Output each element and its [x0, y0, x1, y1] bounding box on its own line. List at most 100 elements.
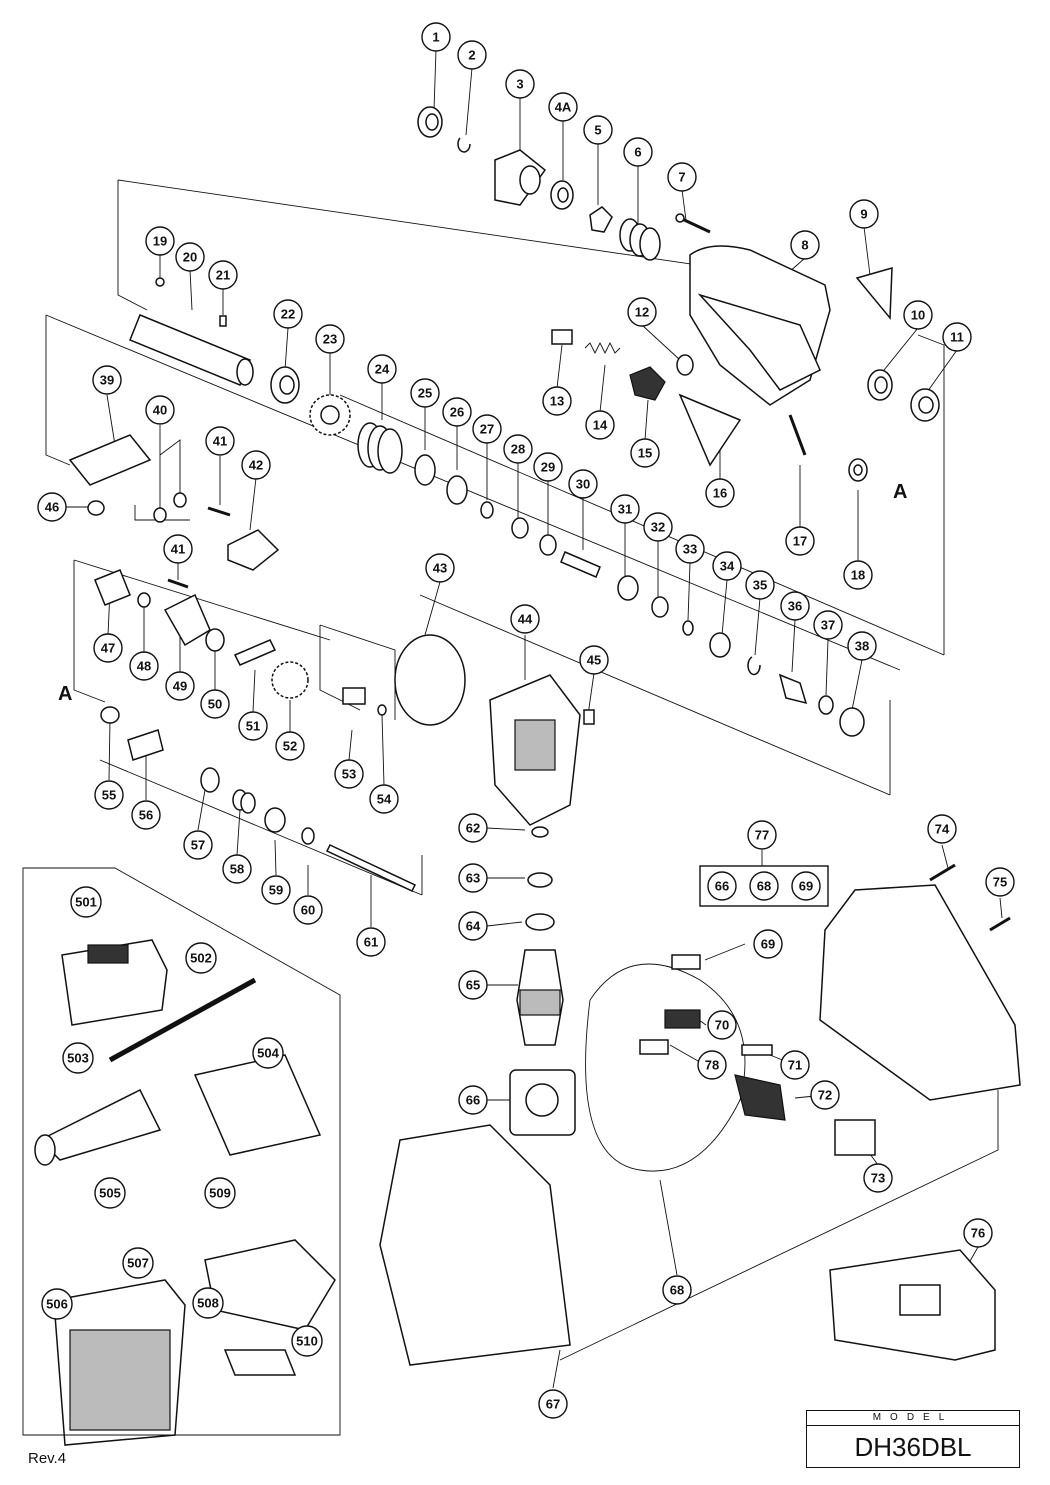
part-47-lever	[94, 569, 131, 606]
part-62-washer	[531, 826, 549, 838]
callout-circle	[204, 1177, 236, 1209]
callout-47: 47	[93, 633, 123, 663]
part-42-cover	[227, 529, 280, 571]
part-68-harness	[585, 963, 746, 1172]
part-71-strip	[741, 1044, 773, 1056]
callout-circle	[458, 863, 488, 893]
part-37-oring	[818, 695, 834, 715]
callout-number: 503	[67, 1051, 89, 1066]
part-15-lever	[629, 366, 666, 401]
part-10-ring	[867, 369, 893, 401]
part-74-screw	[929, 863, 956, 882]
callout-circle	[863, 1163, 893, 1193]
callout-number: 20	[183, 250, 197, 265]
callout-number: 68	[670, 1283, 684, 1298]
part-34-bushing	[709, 632, 731, 658]
callout-circle	[585, 410, 615, 440]
callout-circle	[334, 759, 364, 789]
callout-number: 46	[45, 500, 59, 515]
part-44-housing	[489, 674, 581, 826]
part-55-knob	[100, 706, 120, 724]
callout-25: 25	[410, 378, 440, 408]
callout-number: 16	[713, 486, 727, 501]
callout-circle	[667, 162, 697, 192]
callout-circle	[662, 1275, 692, 1305]
callout-circle	[37, 492, 67, 522]
callout-9: 9	[849, 199, 879, 229]
part-502-rod	[108, 977, 257, 1063]
part-57-bushing	[200, 767, 220, 793]
callout-24: 24	[367, 354, 397, 384]
callout-number: 49	[173, 679, 187, 694]
callout-43: 43	[425, 553, 455, 583]
callout-circle	[70, 886, 102, 918]
callout-circle	[252, 1037, 284, 1069]
callout-32: 32	[643, 512, 673, 542]
callout-circle	[568, 469, 598, 499]
callout-number: 70	[715, 1018, 729, 1033]
part-18-bearing	[848, 458, 868, 482]
callout-70: 70	[707, 1010, 737, 1040]
callout-number: 39	[100, 373, 114, 388]
callout-71: 71	[780, 1050, 810, 1080]
part-housing-right	[819, 884, 1021, 1101]
callout-circle	[813, 610, 843, 640]
part-30-striker	[560, 551, 601, 578]
callout-number: 71	[788, 1058, 802, 1073]
part-49-plate	[163, 593, 211, 647]
callout-65: 65	[458, 970, 488, 1000]
callout-number: 501	[75, 895, 97, 910]
callout-number: 44	[518, 612, 533, 627]
callout-group: 1234A56789101112131415161718192021222324…	[37, 22, 1015, 1419]
callout-13: 13	[542, 386, 572, 416]
callout-number: 73	[871, 1171, 885, 1186]
callout-67: 67	[538, 1389, 568, 1419]
callout-circle	[510, 604, 540, 634]
callout-number: 509	[209, 1186, 231, 1201]
callout-8: 8	[790, 230, 820, 260]
callout-number: 50	[208, 697, 222, 712]
part-509-insert	[204, 1239, 336, 1331]
callout-35: 35	[745, 570, 775, 600]
callout-number: 30	[576, 477, 590, 492]
callout-circle	[291, 1325, 323, 1357]
model-label: MODEL	[807, 1411, 1019, 1426]
part-2-ring	[457, 137, 471, 153]
callout-number: 12	[635, 305, 649, 320]
callout-number: 63	[466, 871, 480, 886]
callout-circle	[293, 895, 323, 925]
callout-number: 10	[911, 308, 925, 323]
leader-lines	[66, 49, 1003, 1389]
part-17-pin	[788, 414, 807, 456]
callout-number: 52	[283, 739, 297, 754]
callout-number: 55	[102, 788, 116, 803]
part-78-bracket	[639, 1039, 669, 1055]
callout-circle	[697, 1050, 727, 1080]
callout-26: 26	[442, 397, 472, 427]
callout-circle	[627, 297, 657, 327]
callout-507: 507	[122, 1247, 154, 1279]
callout-64: 64	[458, 911, 488, 941]
callout-circle	[849, 199, 879, 229]
callout-number: 502	[190, 951, 212, 966]
callout-53: 53	[334, 759, 364, 789]
part-41-screw-a	[207, 506, 231, 517]
part-drawings	[34, 106, 1021, 1446]
callout-circle	[780, 1050, 810, 1080]
callout-number: 56	[139, 808, 153, 823]
callout-30: 30	[568, 469, 598, 499]
part-29-washer	[539, 534, 557, 556]
group-77-item-66: 66	[707, 871, 737, 901]
callout-54: 54	[369, 784, 399, 814]
callout-14: 14	[585, 410, 615, 440]
callout-number: 508	[197, 1296, 219, 1311]
callout-number: 45	[587, 653, 601, 668]
callout-circle	[503, 434, 533, 464]
group-77-item-69: 69	[791, 871, 821, 901]
callout-circle	[442, 397, 472, 427]
callout-number: 507	[127, 1256, 149, 1271]
callout-number: 68	[757, 879, 771, 894]
callout-circle	[458, 970, 488, 1000]
callout-number: 505	[99, 1186, 121, 1201]
callout-502: 502	[185, 942, 217, 974]
